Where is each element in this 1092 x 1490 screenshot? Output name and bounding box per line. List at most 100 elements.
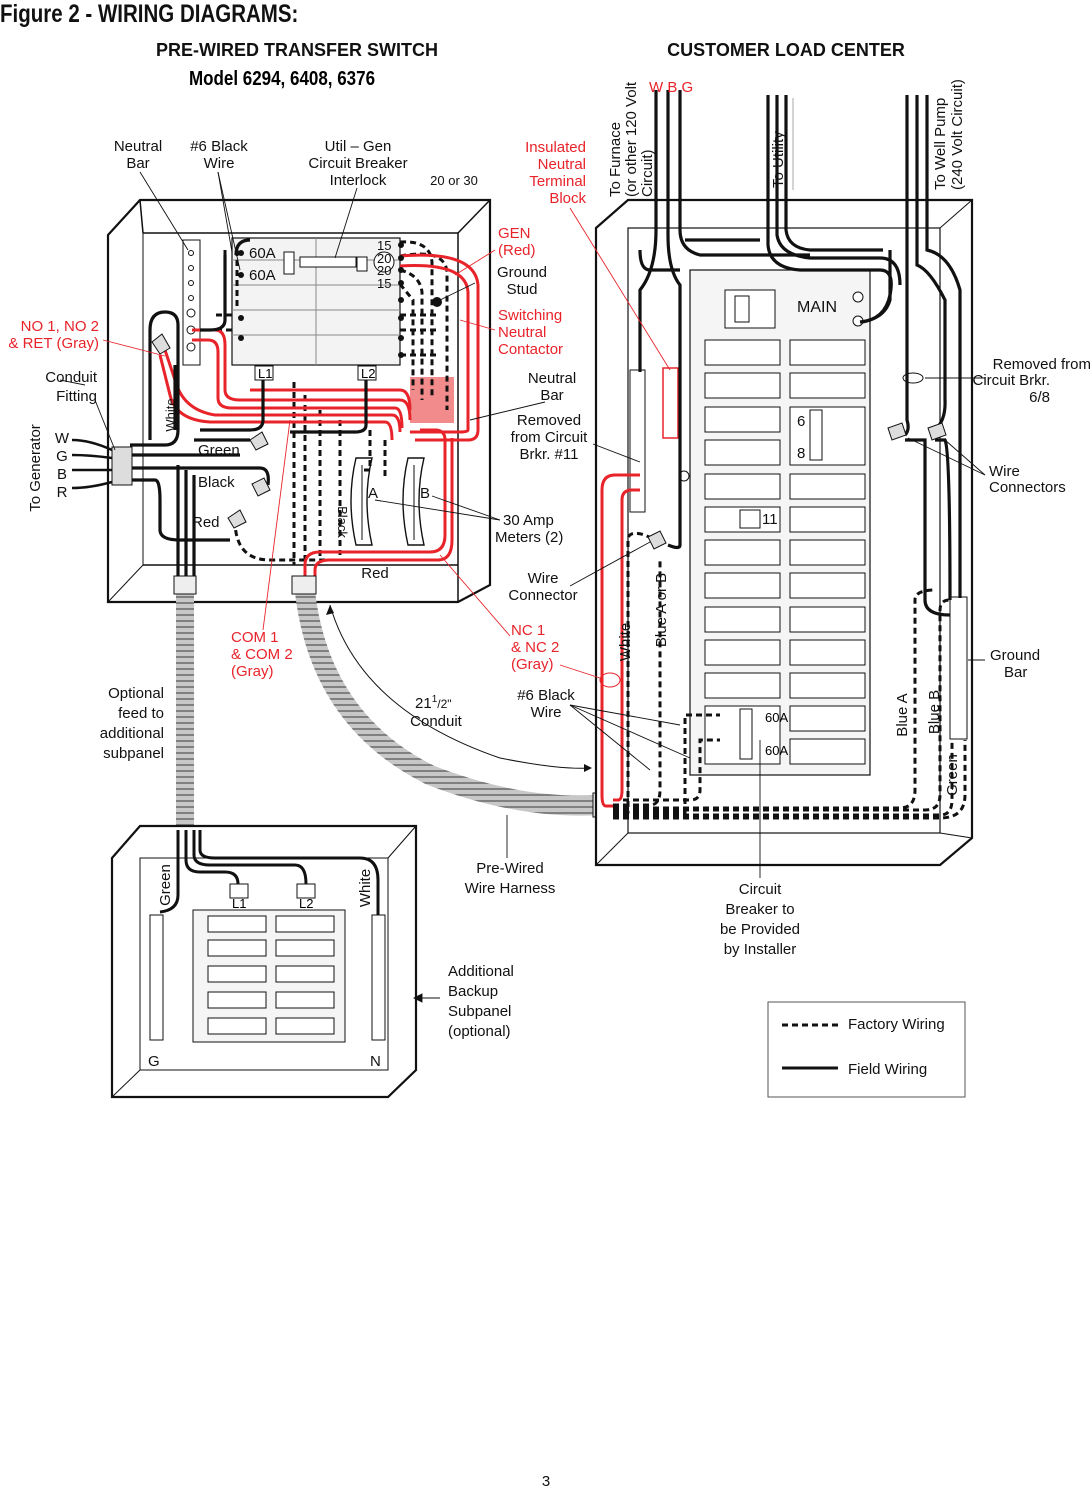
breaker-panel — [689, 269, 871, 776]
label-wire-connector-2: Connector — [508, 587, 577, 604]
label-well-pump-1: To Well Pump — [932, 98, 949, 190]
label-20-or-30: 20 or 30 — [430, 173, 478, 188]
model-numbers: Model 6294, 6408, 6376 — [189, 67, 375, 90]
label-lc-green: Green — [944, 754, 961, 796]
label-insulated-2: Neutral — [538, 156, 586, 173]
label-ts-black: Black — [198, 474, 235, 491]
label-insulated-4: Block — [549, 190, 586, 207]
label-com-1: COM 1 — [231, 629, 279, 646]
label-ground-bar-1: Ground — [990, 647, 1040, 664]
label-lc-neutral-2: Bar — [540, 387, 563, 404]
legend-field-label: Field Wiring — [848, 1061, 927, 1078]
label-interlock-1: Util – Gen — [325, 138, 392, 155]
subpanel-box — [110, 824, 418, 1099]
label-black-wire-1: #6 Black — [190, 138, 248, 155]
label-gen-b: B — [57, 466, 67, 483]
label-ts-red-bottom: Red — [361, 565, 389, 582]
label-sp-l1: L1 — [232, 896, 246, 911]
label-additional-1: Additional — [448, 963, 514, 980]
label-ts-white: White — [163, 398, 178, 431]
label-additional-3: Subpanel — [448, 1003, 511, 1020]
label-blue-ab: Blue A or B — [653, 573, 670, 647]
label-conduit-word: Conduit — [410, 713, 463, 730]
label-removed-68-2: Circuit Brkr. — [972, 372, 1050, 389]
label-black-wire-2: Wire — [204, 155, 235, 172]
label-optional-4: subpanel — [103, 745, 164, 762]
label-removed-68-1: Removed from — [993, 356, 1091, 373]
label-insulated-3: Terminal — [529, 173, 586, 190]
label-removed-11-1: Removed — [517, 412, 581, 429]
generator-leads — [71, 438, 113, 490]
label-removed-11-3: Brkr. #11 — [520, 446, 579, 463]
label-lc-60a-1: 60A — [765, 710, 788, 725]
removed-wire-marker-11 — [678, 470, 690, 482]
label-gen-g: G — [56, 448, 68, 465]
label-gen-r: R — [57, 484, 68, 501]
label-ts-l2: L2 — [361, 366, 375, 381]
conduit-fitting — [111, 446, 133, 486]
figure-title: Figure 2 - WIRING DIAGRAMS: — [0, 0, 299, 28]
label-black-wire-b-1: #6 Black — [517, 687, 575, 704]
label-ground-bar-2: Bar — [1004, 664, 1027, 681]
red-leader-lines — [102, 207, 671, 679]
label-optional-3: additional — [100, 725, 164, 742]
label-sp-white: White — [357, 869, 374, 907]
label-blue-a: Blue A — [894, 693, 911, 736]
label-meters-1: 30 Amp — [503, 512, 554, 529]
lc-wire-connectors — [647, 422, 947, 550]
label-meter-b: B — [420, 485, 430, 502]
label-ts-60a-2: 60A — [249, 267, 276, 284]
interlock-breaker-block — [231, 237, 401, 366]
nc-marker — [599, 672, 621, 688]
label-ground-stud-1: Ground — [497, 264, 547, 281]
label-no-ret-2: & RET (Gray) — [8, 335, 99, 352]
ts-field-wiring — [130, 238, 368, 580]
label-optional-1: Optional — [108, 685, 164, 702]
label-breaker-11: 11 — [762, 511, 778, 528]
label-insulated-1: Insulated — [525, 139, 586, 156]
label-to-generator: To Generator — [27, 424, 44, 512]
label-rating-1: 15 — [377, 238, 391, 253]
label-utility: To Utility — [770, 131, 787, 188]
label-ground-stud-2: Stud — [507, 281, 538, 298]
label-wbg: W B G — [649, 79, 693, 96]
transfer-switch-title: PRE-WIRED TRANSFER SWITCH — [156, 40, 438, 60]
label-sp-green: Green — [157, 864, 174, 906]
label-rating-3: 20 — [377, 263, 391, 278]
label-installer-3: be Provided — [720, 921, 800, 938]
conduit-arrow — [329, 604, 591, 769]
label-conduit-fitting-2: Fitting — [56, 388, 97, 405]
label-ts-60a-1: 60A — [249, 245, 276, 262]
label-sp-n: N — [370, 1053, 381, 1070]
conduit-size-whole: 21 — [415, 695, 432, 712]
label-ts-black-vertical: Black — [335, 506, 350, 538]
label-lc-60a-2: 60A — [765, 743, 788, 758]
ts-wire-connectors — [151, 333, 271, 529]
lc-factory-wiring — [613, 531, 967, 820]
label-gen-1: GEN — [498, 225, 531, 242]
label-removed-68-3: 6/8 — [1029, 389, 1050, 406]
label-installer-2: Breaker to — [725, 901, 794, 918]
label-interlock-2: Circuit Breaker — [308, 155, 407, 172]
conduit-size-sup: 1 — [432, 694, 438, 705]
label-meters-2: Meters (2) — [495, 529, 563, 546]
label-harness-1: Pre-Wired — [476, 860, 544, 877]
label-optional-2: feed to — [118, 705, 164, 722]
conduit-size-sub: /2" — [437, 697, 451, 711]
label-ts-l1: L1 — [258, 366, 272, 381]
label-sp-l2: L2 — [299, 896, 313, 911]
label-interlock-3: Interlock — [330, 172, 387, 189]
legend: Factory Wiring Field Wiring — [767, 1001, 966, 1098]
label-installer-1: Circuit — [739, 881, 782, 898]
lc-red-wiring — [600, 473, 640, 808]
subpanel-wiring — [159, 830, 380, 915]
label-harness-2: Wire Harness — [465, 880, 556, 897]
label-lc-neutral-1: Neutral — [528, 370, 576, 387]
label-ts-neutral-bar-2: Bar — [126, 155, 149, 172]
label-ts-green: Green — [198, 442, 240, 459]
ts-factory-wiring — [215, 240, 449, 565]
label-main: MAIN — [797, 299, 837, 316]
label-wire-connectors-1: Wire — [989, 463, 1020, 480]
label-meter-a: A — [368, 485, 378, 502]
